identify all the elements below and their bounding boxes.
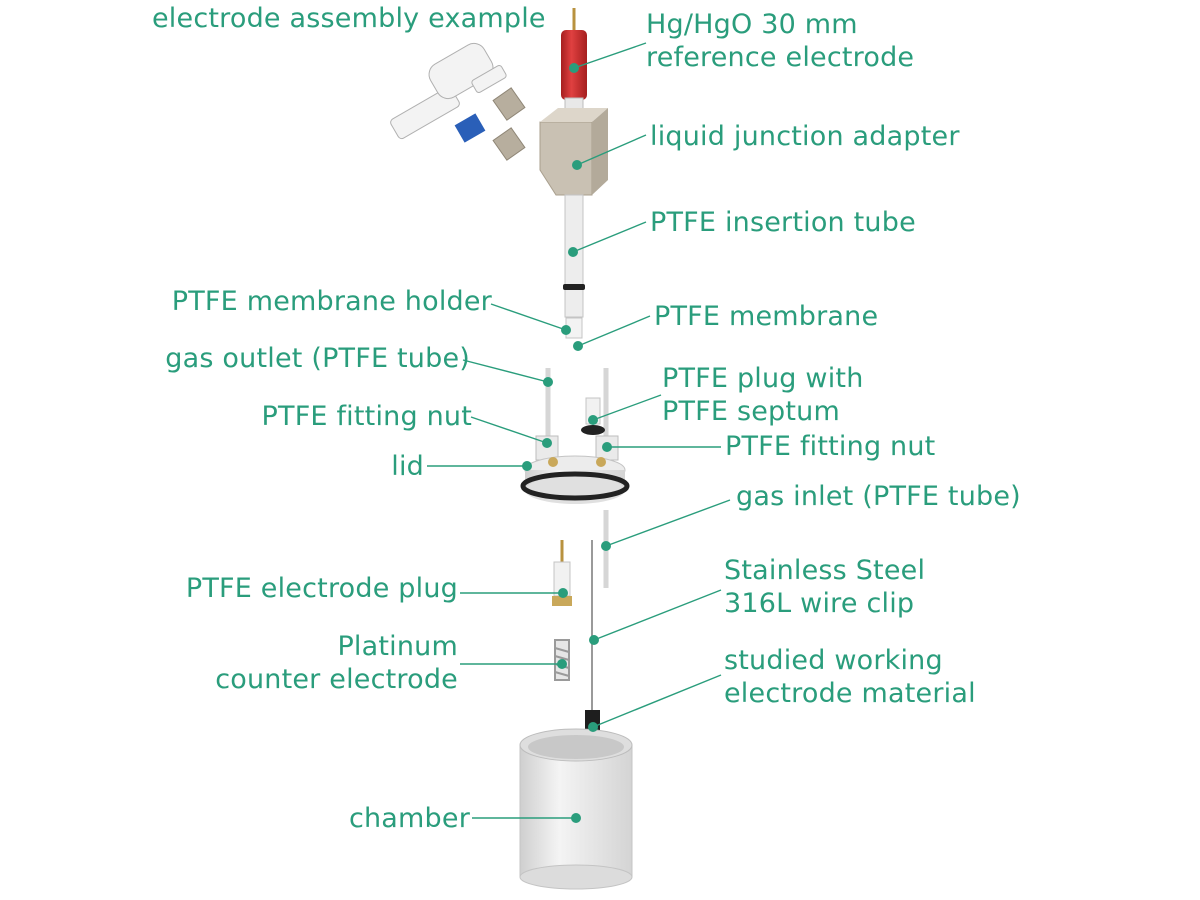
label-lid: lid xyxy=(391,451,424,482)
label-working-electrode: studied working electrode material xyxy=(724,645,976,709)
chamber-body xyxy=(519,728,633,890)
label-gas-outlet: gas outlet (PTFE tube) xyxy=(165,343,470,374)
leader-dots xyxy=(522,63,612,823)
label-fitting-nut-left: PTFE fitting nut xyxy=(261,401,472,432)
label-reference-electrode: Hg/HgO 30 mm reference electrode xyxy=(646,9,915,73)
liquid-junction-adapter xyxy=(390,42,608,196)
label-chamber: chamber xyxy=(348,803,470,834)
label-membrane-holder: PTFE membrane holder xyxy=(171,286,492,317)
label-fitting-nut-right: PTFE fitting nut xyxy=(725,431,936,462)
label-insertion-tube: PTFE insertion tube xyxy=(650,207,916,238)
label-membrane: PTFE membrane xyxy=(654,301,879,332)
lid-assembly xyxy=(520,368,630,504)
label-liquid-junction-adapter: liquid junction adapter xyxy=(650,121,960,152)
label-wire-clip: Stainless Steel 316L wire clip xyxy=(724,555,926,619)
label-gas-inlet: gas inlet (PTFE tube) xyxy=(736,481,1021,512)
label-electrode-plug: PTFE electrode plug xyxy=(185,573,458,604)
diagram-title: electrode assembly example xyxy=(152,3,546,34)
label-plug-with-septum: PTFE plug with PTFE septum xyxy=(662,363,864,427)
leader-lines xyxy=(427,42,731,819)
label-counter-electrode: Platinum counter electrode xyxy=(215,631,458,695)
